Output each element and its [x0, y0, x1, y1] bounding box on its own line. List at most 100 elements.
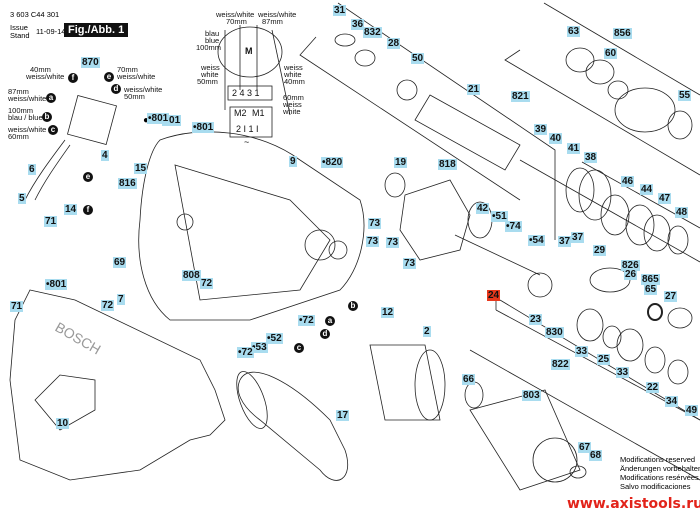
part-label-73[interactable]: 73: [386, 237, 400, 248]
part-label-26[interactable]: 26: [624, 269, 638, 280]
part-label-24[interactable]: 24: [487, 290, 501, 301]
part-label-5[interactable]: 5: [18, 193, 26, 204]
part-label-29[interactable]: 29: [593, 245, 607, 256]
wiring-schematic-drawing: [217, 25, 291, 138]
part-label-40[interactable]: 40: [549, 133, 563, 144]
motor-symbol: M: [245, 46, 253, 56]
part-label-72[interactable]: •72: [237, 347, 254, 358]
part-label-47[interactable]: 47: [658, 193, 672, 204]
gear-assembly-frame: [299, 2, 700, 240]
part-label-67[interactable]: 67: [578, 442, 592, 453]
part-label-53[interactable]: •53: [251, 342, 268, 353]
part-label-37[interactable]: 37: [571, 232, 585, 243]
part-label-31[interactable]: 31: [333, 5, 347, 16]
part-label-818[interactable]: 818: [438, 159, 457, 170]
watermark-url[interactable]: www.axistools.ru: [567, 496, 700, 512]
part-label-856[interactable]: 856: [613, 28, 632, 39]
wire-f-length: 40mm: [30, 65, 51, 74]
part-label-21[interactable]: 21: [467, 84, 481, 95]
part-label-44[interactable]: 44: [640, 184, 654, 195]
part-label-41[interactable]: 41: [567, 143, 581, 154]
part-label-69[interactable]: 69: [113, 257, 127, 268]
m1-label: M1: [252, 108, 265, 118]
part-label-27[interactable]: 27: [664, 291, 678, 302]
part-label-68[interactable]: 68: [589, 450, 603, 461]
part-label-34[interactable]: 34: [665, 396, 679, 407]
part-label-25[interactable]: 25: [597, 354, 611, 365]
schem-left-1: blau: [205, 29, 220, 38]
part-label-9[interactable]: 9: [289, 156, 297, 167]
part-label-816[interactable]: 816: [118, 178, 137, 189]
part-label-10[interactable]: 10: [56, 418, 70, 429]
part-label-73[interactable]: 73: [366, 236, 380, 247]
part-label-74[interactable]: •74: [505, 221, 522, 232]
wire-c-marker: c: [48, 125, 58, 135]
part-label-23[interactable]: 23: [529, 314, 543, 325]
part-label-821[interactable]: 821: [511, 91, 530, 102]
wire-f-screw-marker: f: [83, 205, 93, 215]
part-label-72[interactable]: 72: [101, 300, 115, 311]
part-label-51[interactable]: •51: [491, 211, 508, 222]
wire-c-length: 60mm: [8, 132, 29, 141]
notice-es: Salvo modificaciones: [620, 482, 691, 491]
part-label-50[interactable]: 50: [411, 53, 425, 64]
part-label-71[interactable]: 71: [44, 216, 58, 227]
part-label-42[interactable]: 42: [476, 203, 490, 214]
part-label-46[interactable]: 46: [621, 176, 635, 187]
part-label-801[interactable]: •801: [147, 113, 170, 124]
part-label-832[interactable]: 832: [363, 27, 382, 38]
part-label-73[interactable]: 73: [368, 218, 382, 229]
part-label-14[interactable]: 14: [64, 204, 78, 215]
part-label-17[interactable]: 17: [336, 410, 350, 421]
part-label-49[interactable]: 49: [685, 405, 699, 416]
part-label-28[interactable]: 28: [387, 38, 401, 49]
notice-en: Modifications reserved: [620, 455, 696, 464]
schem-right-3: 40mm: [284, 77, 305, 86]
part-label-66[interactable]: 66: [462, 374, 476, 385]
part-label-65[interactable]: 65: [644, 284, 658, 295]
part-label-63[interactable]: 63: [567, 26, 581, 37]
part-label-48[interactable]: 48: [675, 207, 689, 218]
rear-gears-drawing: [576, 267, 693, 385]
part-label-7[interactable]: 7: [117, 294, 125, 305]
part-label-60[interactable]: 60: [604, 48, 618, 59]
part-label-870[interactable]: 870: [81, 57, 100, 68]
part-label-6[interactable]: 6: [28, 164, 36, 175]
part-label-801[interactable]: •801: [45, 279, 68, 290]
part-label-826[interactable]: 826: [621, 260, 640, 271]
part-label-71[interactable]: 71: [10, 301, 24, 312]
part-label-38[interactable]: 38: [584, 152, 598, 163]
part-label-22[interactable]: 22: [646, 382, 660, 393]
part-label-15[interactable]: 15: [134, 163, 148, 174]
part-label-830[interactable]: 830: [545, 327, 564, 338]
schem-left-5: white: [201, 70, 219, 79]
wire-a-length: 87mm: [8, 87, 29, 96]
part-label-865[interactable]: 865: [641, 274, 660, 285]
part-label-52[interactable]: •52: [266, 333, 283, 344]
part-label-808[interactable]: 808: [182, 270, 201, 281]
part-label-36[interactable]: 36: [351, 19, 365, 30]
part-label-19[interactable]: 19: [394, 157, 408, 168]
part-label-54[interactable]: •54: [528, 235, 545, 246]
cable-switch-drawing: [24, 95, 117, 201]
part-label-4[interactable]: 4: [101, 150, 109, 161]
part-label-33[interactable]: 33: [575, 346, 589, 357]
part-label-37[interactable]: 37: [558, 236, 572, 247]
wire-e-marker: e: [104, 72, 114, 82]
part-label-822[interactable]: 822: [551, 359, 570, 370]
part-label-803[interactable]: 803: [522, 390, 541, 401]
part-label-801[interactable]: •801: [192, 122, 215, 133]
part-label-55[interactable]: 55: [678, 90, 692, 101]
wire-b-screw-marker: b: [348, 301, 358, 311]
part-label-12[interactable]: 12: [381, 307, 395, 318]
schem-top-left-color: weiss/white: [216, 10, 255, 19]
part-label-33[interactable]: 33: [616, 367, 630, 378]
part-label-820[interactable]: •820: [321, 157, 344, 168]
schem-right-2: white: [284, 70, 302, 79]
part-label-72[interactable]: •72: [298, 315, 315, 326]
part-label-2[interactable]: 2: [423, 326, 431, 337]
part-label-72[interactable]: 72: [200, 278, 214, 289]
part-label-73[interactable]: 73: [403, 258, 417, 269]
part-label-39[interactable]: 39: [534, 124, 548, 135]
